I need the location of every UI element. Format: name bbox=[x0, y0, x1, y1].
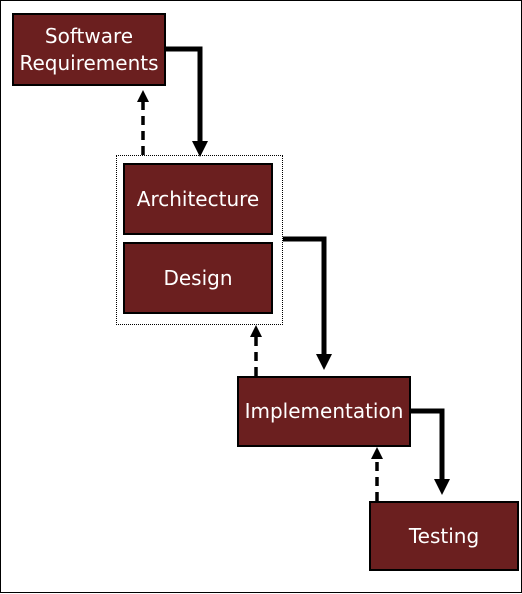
design-box: Design bbox=[123, 242, 273, 314]
implementation-box: Implementation bbox=[237, 376, 411, 447]
testing-label: Testing bbox=[408, 523, 480, 548]
architecture-label: Architecture bbox=[136, 186, 260, 211]
testing-box: Testing bbox=[369, 501, 519, 571]
software-requirements-label: Software Requirements bbox=[19, 23, 159, 75]
design-label: Design bbox=[163, 265, 233, 290]
arrow-requirements-to-architecture bbox=[166, 46, 208, 157]
architecture-box: Architecture bbox=[123, 163, 273, 235]
software-requirements-box: Software Requirements bbox=[12, 13, 166, 86]
implementation-label: Implementation bbox=[244, 399, 404, 423]
arrow-implementation-to-testing bbox=[411, 408, 450, 495]
arrow-design-to-implementation bbox=[283, 236, 332, 370]
architecture-design-group bbox=[116, 155, 283, 325]
